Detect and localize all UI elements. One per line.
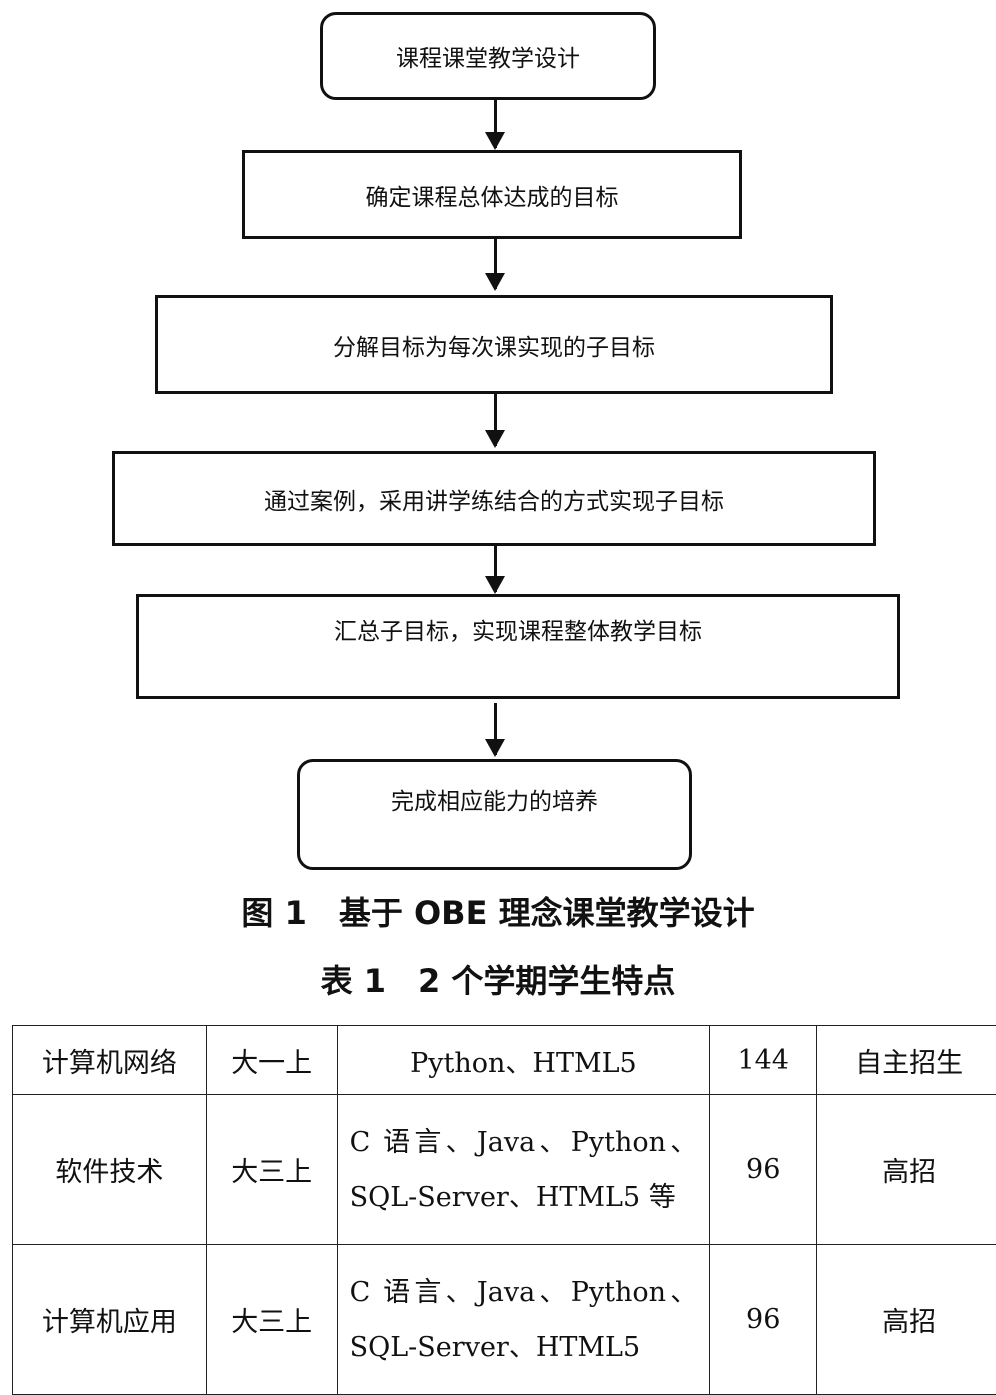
flow-step-label: 分解目标为每次课实现的子目标 xyxy=(333,328,655,362)
admission-cell: 高招 xyxy=(817,1095,996,1245)
flow-step-label: 课程课堂教学设计 xyxy=(396,39,580,73)
flow-step-start: 课程课堂教学设计 xyxy=(320,12,656,100)
semester-cell: 大一上 xyxy=(206,1026,337,1095)
figure-caption: 图 1 基于 OBE 理念课堂教学设计 xyxy=(0,888,996,934)
flow-step-label: 确定课程总体达成的目标 xyxy=(366,178,619,212)
admission-cell: 高招 xyxy=(817,1245,996,1395)
admission-cell: 自主招生 xyxy=(817,1026,996,1095)
flow-arrow xyxy=(494,100,497,148)
flow-step-end: 完成相应能力的培养 xyxy=(297,759,692,870)
flow-step-3: 分解目标为每次课实现的子目标 xyxy=(155,295,833,394)
major-cell: 软件技术 xyxy=(13,1095,207,1245)
count-cell: 96 xyxy=(710,1095,817,1245)
table-caption: 表 1 2 个学期学生特点 xyxy=(0,956,996,1002)
table-row: 软件技术 大三上 C 语言、Java、Python、SQL-Server、HTM… xyxy=(13,1095,996,1245)
courses-cell: Python、HTML5 xyxy=(337,1026,710,1095)
flow-step-label: 完成相应能力的培养 xyxy=(391,782,598,816)
flow-arrow xyxy=(494,703,497,755)
flow-step-5: 汇总子目标，实现课程整体教学目标 xyxy=(136,594,900,699)
major-cell: 计算机应用 xyxy=(13,1245,207,1395)
table-row: 计算机网络 大一上 Python、HTML5 144 自主招生 xyxy=(13,1026,996,1095)
student-characteristics-table: 计算机网络 大一上 Python、HTML5 144 自主招生 软件技术 大三上… xyxy=(12,1025,996,1395)
courses-cell: C 语言、Java、Python、SQL-Server、HTML5 等 xyxy=(337,1095,710,1245)
flow-step-label: 通过案例，采用讲学练结合的方式实现子目标 xyxy=(264,482,724,516)
count-cell: 96 xyxy=(710,1245,817,1395)
major-cell: 计算机网络 xyxy=(13,1026,207,1095)
table-row: 计算机应用 大三上 C 语言、Java、Python、SQL-Server、HT… xyxy=(13,1245,996,1395)
flow-step-label: 汇总子目标，实现课程整体教学目标 xyxy=(334,612,702,646)
semester-cell: 大三上 xyxy=(206,1245,337,1395)
courses-cell: C 语言、Java、Python、SQL-Server、HTML5 xyxy=(337,1245,710,1395)
flow-arrow xyxy=(494,394,497,446)
flow-arrow xyxy=(494,239,497,289)
semester-cell: 大三上 xyxy=(206,1095,337,1245)
count-cell: 144 xyxy=(710,1026,817,1095)
flow-step-4: 通过案例，采用讲学练结合的方式实现子目标 xyxy=(112,451,876,546)
flow-step-2: 确定课程总体达成的目标 xyxy=(242,150,742,239)
flow-arrow xyxy=(494,546,497,592)
